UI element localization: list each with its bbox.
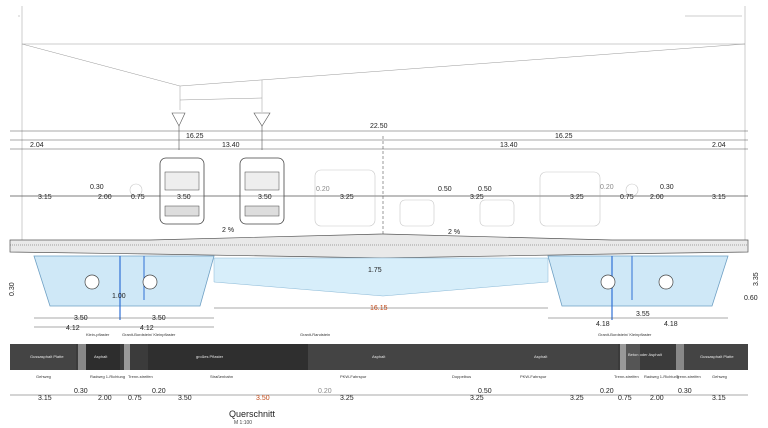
mid-dim-small: 0.30 xyxy=(660,184,674,191)
bottom-dim: 2.00 xyxy=(98,395,112,402)
dim-edge-left: 2.04 xyxy=(30,142,44,149)
tram-left-icon xyxy=(159,157,205,225)
tram-right-icon xyxy=(239,157,285,225)
use-label: Trenn-streifen xyxy=(614,374,639,379)
dim-half-right: 16.25 xyxy=(555,133,573,140)
surface-label: Asphalt xyxy=(94,354,108,359)
drawing-title: Querschnitt xyxy=(229,409,276,419)
slope-right: 2 % xyxy=(448,229,460,236)
use-label: Trenn-streifen xyxy=(128,374,153,379)
surface-label: Gussasphalt Platte xyxy=(700,354,734,359)
bottom-dim: 3.25 xyxy=(340,395,354,402)
bottom-dim: 0.20 xyxy=(318,388,332,395)
surface-label: Asphalt xyxy=(534,354,548,359)
mid-dim: 2.00 xyxy=(650,194,664,201)
box-girder-left xyxy=(33,255,215,320)
box-girder-right xyxy=(547,255,729,320)
box-right-c: 4.18 xyxy=(664,321,678,328)
mid-dim: 3.50 xyxy=(258,194,272,201)
box-right-a: 3.55 xyxy=(636,311,650,318)
bottom-dim: 0.20 xyxy=(152,388,166,395)
surface-top-label: Klein-pflaster xyxy=(86,332,110,337)
dim-half-left: 16.25 xyxy=(186,133,204,140)
surface-label: großes Pflaster xyxy=(196,354,224,359)
mid-dim: 3.15 xyxy=(38,194,52,201)
slope-left: 2 % xyxy=(222,227,234,234)
surface-label: Asphalt xyxy=(372,354,386,359)
mid-dim: 3.25 xyxy=(470,194,484,201)
bottom-dim: 0.50 xyxy=(478,388,492,395)
use-label: PKW-Fahrspur xyxy=(520,374,547,379)
dim-carriage-left: 13.40 xyxy=(222,142,240,149)
bottom-dim: 0.30 xyxy=(678,388,692,395)
bottom-dim: 0.20 xyxy=(600,388,614,395)
use-label: Trenn-streifen xyxy=(676,374,701,379)
box-left-d: 4.12 xyxy=(140,325,154,332)
bottom-dim: 3.50 xyxy=(256,395,270,402)
bottom-dim: 0.75 xyxy=(618,395,632,402)
box-left-a: 3.50 xyxy=(74,315,88,322)
mid-dim: 0.75 xyxy=(131,194,145,201)
dim-total: 22.50 xyxy=(370,123,388,130)
box-right-b: 4.18 xyxy=(596,321,610,328)
bottom-dim: 3.15 xyxy=(38,395,52,402)
bottom-dim: 0.75 xyxy=(128,395,142,402)
box-left-b: 3.50 xyxy=(152,315,166,322)
use-label: PKW-Fahrspur xyxy=(340,374,367,379)
dim-depth-2: 1.75 xyxy=(368,267,382,274)
vehicles-ghost-icon xyxy=(129,169,639,227)
use-label: Gehweg xyxy=(712,374,727,379)
use-label: Gehweg xyxy=(36,374,51,379)
dim-depth-3: 3.35 xyxy=(753,272,760,286)
drawing-scale: M 1:100 xyxy=(234,420,252,426)
dim-edge-right: 2.04 xyxy=(712,142,726,149)
dim-depth-1: 1.00 xyxy=(112,293,126,300)
mid-dim-small: 0.50 xyxy=(478,186,492,193)
mid-dim: 3.15 xyxy=(712,194,726,201)
dim-h-small-2: 0.60 xyxy=(744,295,758,302)
bottom-dim: 3.50 xyxy=(178,395,192,402)
mid-dim: 3.25 xyxy=(340,194,354,201)
bottom-dim: 3.15 xyxy=(712,395,726,402)
bottom-dim: 0.30 xyxy=(74,388,88,395)
dim-h-small-1: 0.30 xyxy=(9,282,16,296)
surface-top-label: Granit-Randstein xyxy=(300,332,330,337)
dim-span: 16.15 xyxy=(370,305,388,312)
surface-strip xyxy=(10,344,748,370)
bottom-dim: 2.00 xyxy=(650,395,664,402)
dim-carriage-right: 13.40 xyxy=(500,142,518,149)
mid-dim: 0.50 xyxy=(438,186,452,193)
bottom-dim: 3.25 xyxy=(570,395,584,402)
surface-top-label: Granit-Bordstein/ Kleinpflaster xyxy=(598,332,652,337)
use-label: Radweg 1-Richtung xyxy=(644,374,679,379)
surface-label: Gussasphalt Platte xyxy=(30,354,64,359)
deck-slab xyxy=(9,233,749,259)
mid-dim: 2.00 xyxy=(98,194,112,201)
mid-dim: 3.25 xyxy=(570,194,584,201)
surface-top-label: Granit-Bordstein/ Kleinpflaster xyxy=(122,332,176,337)
use-label: Straßenbahn xyxy=(210,374,233,379)
center-void xyxy=(213,257,549,297)
mid-dim: 0.20 xyxy=(316,186,330,193)
mid-dim: 0.20 xyxy=(600,184,614,191)
bottom-dim: 3.25 xyxy=(470,395,484,402)
mid-dim: 0.75 xyxy=(620,194,634,201)
use-label: Radweg 1-Richtung xyxy=(90,374,125,379)
box-left-c: 4.12 xyxy=(66,325,80,332)
mid-dim: 3.50 xyxy=(177,194,191,201)
use-label: Doppelbus xyxy=(452,374,471,379)
surface-label: Beton oder Asphalt xyxy=(628,352,663,357)
mid-dim-small: 0.30 xyxy=(90,184,104,191)
bridge-superstructure-lines xyxy=(18,6,746,250)
